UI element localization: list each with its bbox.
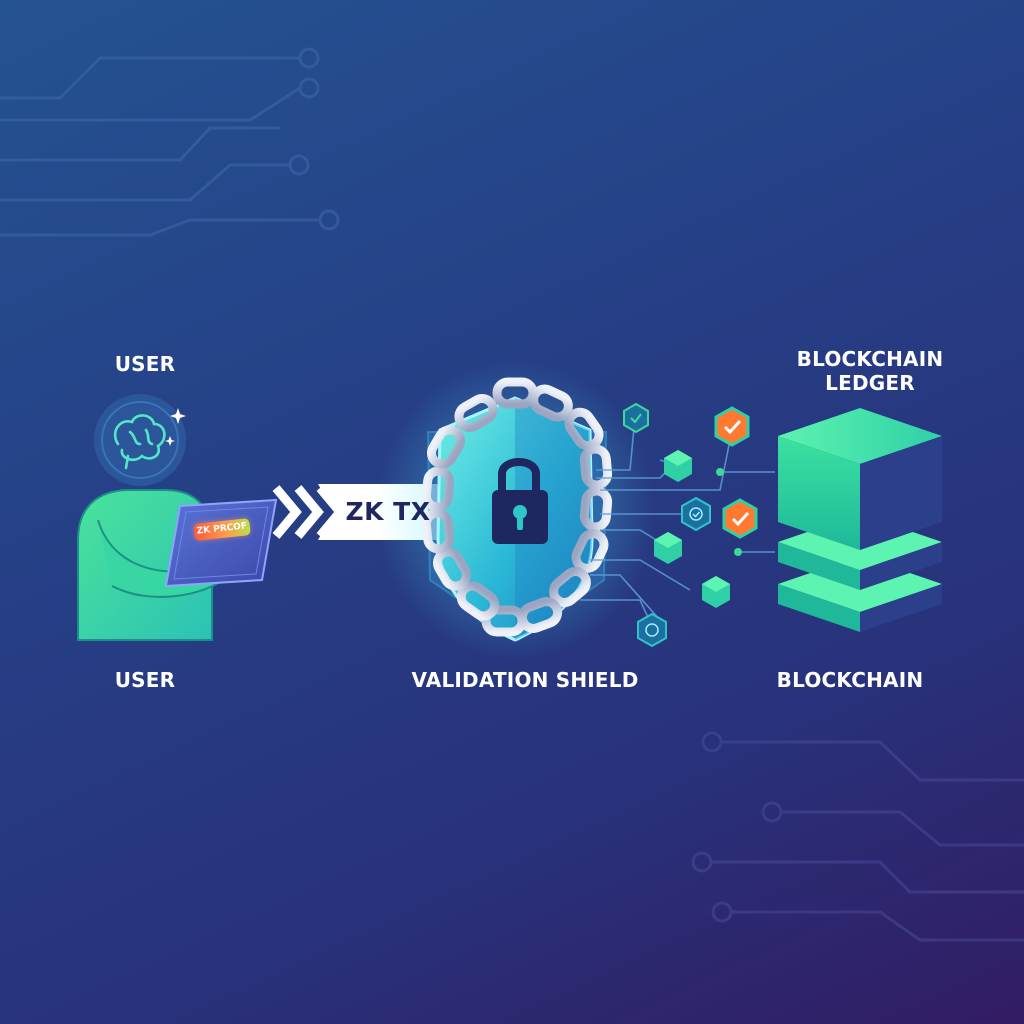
brain-bubble <box>94 394 186 486</box>
brain-icon <box>113 414 166 470</box>
hex-node-check <box>637 612 667 648</box>
padlock-icon <box>492 458 548 544</box>
circuit-traces-top-left <box>0 47 340 237</box>
user-label-bottom: USER <box>114 668 176 692</box>
chain-link-icon <box>421 377 613 637</box>
hex-node <box>664 450 692 482</box>
user-label-top: USER <box>114 352 176 376</box>
hex-node-check-orange <box>722 498 758 539</box>
hex-node-check-orange <box>714 406 750 447</box>
stacked-blocks-icon <box>778 408 942 632</box>
hex-node <box>623 402 649 434</box>
zk-tx-label: ZK TX <box>345 497 431 526</box>
hex-node <box>654 532 682 564</box>
blockchain-label: BLOCKCHAIN <box>776 668 924 692</box>
circuit-traces-bottom-right <box>691 731 1024 942</box>
tablet-device <box>164 498 278 588</box>
validation-shield-label: VALIDATION SHIELD <box>411 668 639 692</box>
hex-node <box>702 576 730 608</box>
blockchain-ledger-label: BLOCKCHAIN LEDGER <box>796 347 944 395</box>
hex-node-check <box>681 496 711 532</box>
sparkle-icon <box>165 408 186 446</box>
network-dots <box>716 468 742 556</box>
